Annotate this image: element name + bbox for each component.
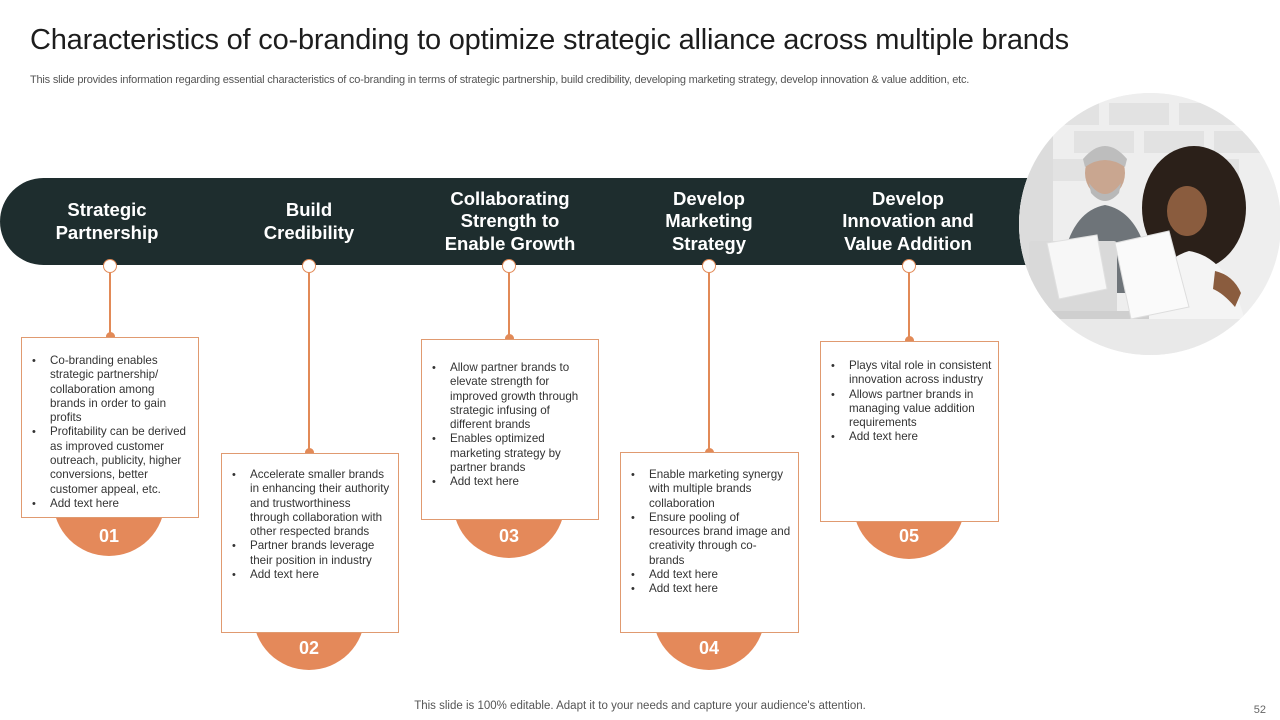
step-connector-dot-5 bbox=[904, 336, 914, 345]
step-4-bullet-1: Enable marketing synergy with multiple b… bbox=[629, 468, 792, 511]
step-connector-line-4 bbox=[708, 273, 710, 449]
slide-subtitle: This slide provides information regardin… bbox=[30, 74, 970, 86]
step-connector-ring-5 bbox=[902, 259, 916, 273]
step-4-bullet-4: Add text here bbox=[629, 582, 792, 597]
step-connector-ring-2 bbox=[302, 259, 316, 273]
step-card-2: Accelerate smaller brands in enhancing t… bbox=[221, 453, 399, 633]
team-photo bbox=[1019, 93, 1280, 355]
step-1-bullet-1: Co-branding enables strategic partnershi… bbox=[30, 354, 192, 425]
step-1-bullet-3: Add text here bbox=[30, 497, 192, 512]
step-connector-ring-1 bbox=[103, 259, 117, 273]
steps-banner bbox=[0, 178, 1080, 265]
step-connector-dot-3 bbox=[504, 334, 514, 343]
page-number: 52 bbox=[1253, 704, 1266, 716]
step-connector-ring-3 bbox=[502, 259, 516, 273]
step-3-bullet-1: Allow partner brands to elevate strength… bbox=[430, 361, 592, 432]
step-2-bullet-2: Partner brands leverage their position i… bbox=[230, 539, 392, 568]
step-connector-line-1 bbox=[109, 273, 111, 333]
step-1-bullet-2: Profitability can be derived as improved… bbox=[30, 425, 192, 496]
step-number-1: 01 bbox=[98, 526, 120, 546]
step-number-3: 03 bbox=[498, 526, 520, 546]
step-5-bullet-2: Allows partner brands in managing value … bbox=[829, 388, 992, 431]
step-2-bullet-3: Add text here bbox=[230, 568, 392, 583]
step-card-1: Co-branding enables strategic partnershi… bbox=[21, 337, 199, 518]
step-connector-dot-1 bbox=[105, 332, 115, 341]
step-5-bullet-1: Plays vital role in consistent innovatio… bbox=[829, 359, 992, 388]
step-number-5: 05 bbox=[898, 526, 920, 546]
step-2-bullet-1: Accelerate smaller brands in enhancing t… bbox=[230, 468, 392, 539]
step-3-bullet-3: Add text here bbox=[430, 475, 592, 490]
step-connector-line-3 bbox=[508, 273, 510, 335]
step-connector-dot-2 bbox=[304, 448, 314, 457]
step-connector-line-5 bbox=[908, 273, 910, 337]
slide-footer: This slide is 100% editable. Adapt it to… bbox=[414, 700, 866, 712]
step-number-2: 02 bbox=[298, 638, 320, 658]
step-card-4: Enable marketing synergy with multiple b… bbox=[620, 452, 799, 633]
team-photo-illustration bbox=[1019, 93, 1280, 355]
step-5-bullet-3: Add text here bbox=[829, 430, 992, 445]
step-number-4: 04 bbox=[698, 638, 720, 658]
step-4-bullet-3: Add text here bbox=[629, 568, 792, 583]
step-card-5: Plays vital role in consistent innovatio… bbox=[820, 341, 999, 522]
step-connector-line-2 bbox=[308, 273, 310, 449]
step-4-bullet-2: Ensure pooling of resources brand image … bbox=[629, 511, 792, 568]
slide-title: Characteristics of co-branding to optimi… bbox=[30, 24, 1069, 56]
step-3-bullet-2: Enables optimized marketing strategy by … bbox=[430, 432, 592, 475]
step-card-3: Allow partner brands to elevate strength… bbox=[421, 339, 599, 520]
step-connector-ring-4 bbox=[702, 259, 716, 273]
